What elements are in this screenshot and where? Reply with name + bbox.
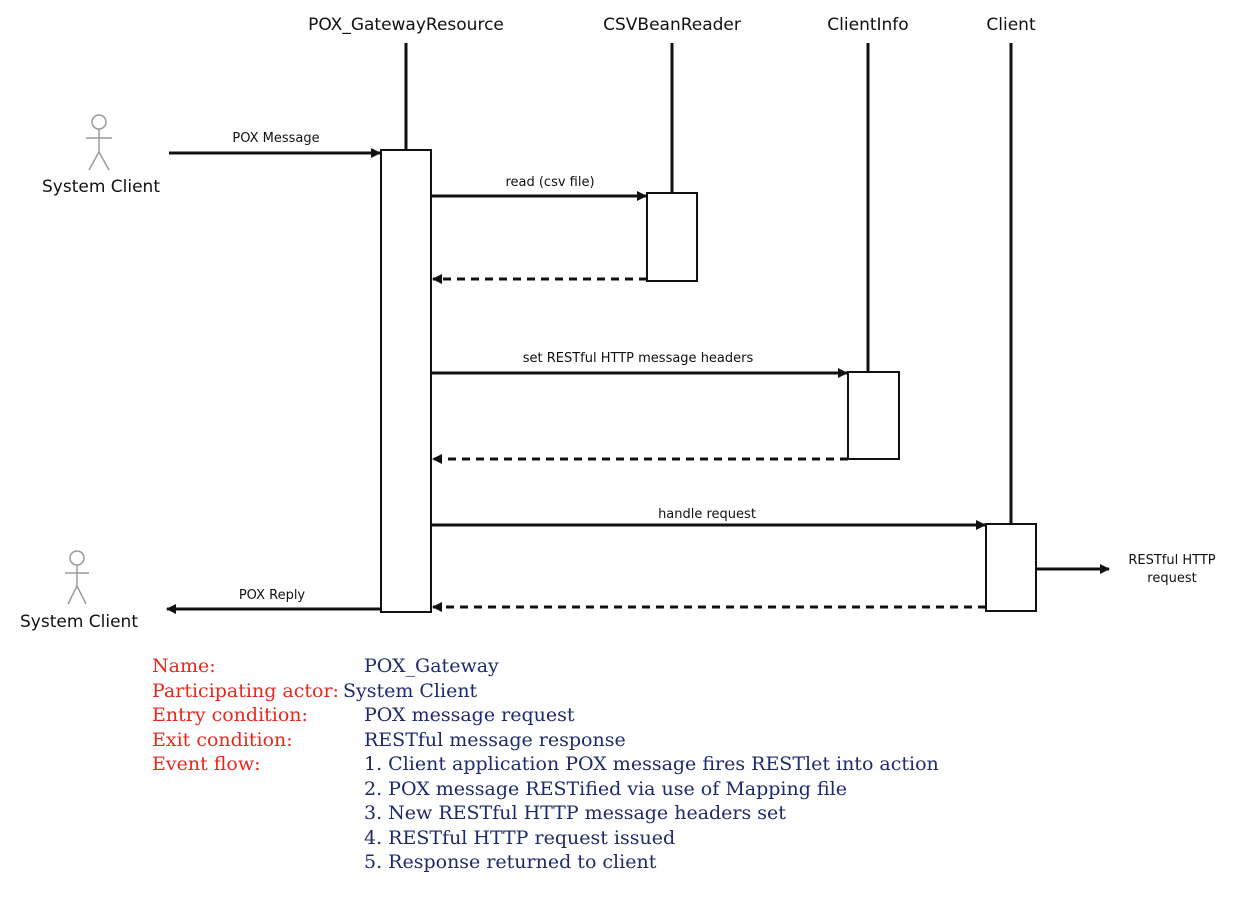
- lifeline-title-csv-bean-reader: CSVBeanReader: [603, 15, 741, 35]
- lifeline-title-client: Client: [986, 15, 1036, 35]
- use-case-flow-step: 1. Client application POX message fires …: [364, 753, 939, 775]
- message-label-handle-request: handle request: [658, 507, 756, 522]
- actor-icon-bottom: [65, 550, 89, 605]
- actor-label-top: System Client: [42, 177, 160, 197]
- message-label-pox-message: POX Message: [232, 131, 319, 146]
- use-case-actor-row: Participating actor: System Client: [152, 679, 1212, 704]
- use-case-entry-key: Entry condition:: [152, 704, 308, 726]
- message-label-read: read (csv file): [505, 175, 594, 190]
- use-case-flow-key: Event flow:: [152, 753, 261, 775]
- lifeline-title-pox-gateway-resource: POX_GatewayResource: [308, 15, 504, 35]
- sequence-diagram: POX_GatewayResource CSVBeanReader Client…: [20, 15, 1216, 632]
- actor-label-bottom: System Client: [20, 612, 138, 632]
- use-case-description: Name: POX_Gateway Participating actor: S…: [152, 654, 1212, 875]
- use-case-actor-key: Participating actor:: [152, 679, 339, 702]
- external-label-line-1: RESTful HTTP: [1128, 553, 1215, 568]
- use-case-name-value: POX_Gateway: [364, 655, 499, 677]
- message-label-pox-reply: POX Reply: [239, 588, 306, 603]
- use-case-flow-step: 4. RESTful HTTP request issued: [364, 826, 676, 849]
- use-case-flow-step: 3. New RESTful HTTP message headers set: [364, 802, 786, 824]
- lifeline-title-client-info: ClientInfo: [827, 15, 908, 35]
- use-case-name-key: Name:: [152, 655, 216, 677]
- use-case-exit-value: RESTful message response: [364, 728, 626, 751]
- message-label-set-headers: set RESTful HTTP message headers: [523, 351, 754, 366]
- use-case-flow-step: 2. POX message RESTified via use of Mapp…: [364, 777, 847, 800]
- use-case-actor-value: System Client: [342, 679, 478, 702]
- external-label-line-2: request: [1147, 571, 1196, 586]
- use-case-entry-row: Entry condition: POX message request: [152, 703, 1212, 728]
- activation-client-info: [847, 371, 900, 460]
- activation-client: [985, 523, 1037, 612]
- use-case-name-row: Name: POX_Gateway: [152, 654, 1212, 679]
- activation-csv-bean-reader: [646, 192, 698, 282]
- use-case-entry-value: POX message request: [364, 704, 575, 726]
- use-case-flow-row: Event flow: 1. Client application POX me…: [152, 752, 1212, 875]
- use-case-exit-row: Exit condition: RESTful message response: [152, 728, 1212, 753]
- actor-icon-top: [86, 114, 112, 171]
- use-case-exit-key: Exit condition:: [152, 728, 293, 751]
- use-case-flow-list: 1. Client application POX message fires …: [364, 752, 939, 875]
- use-case-flow-step: 5. Response returned to client: [364, 851, 657, 873]
- activation-pox-gateway-resource: [380, 149, 432, 613]
